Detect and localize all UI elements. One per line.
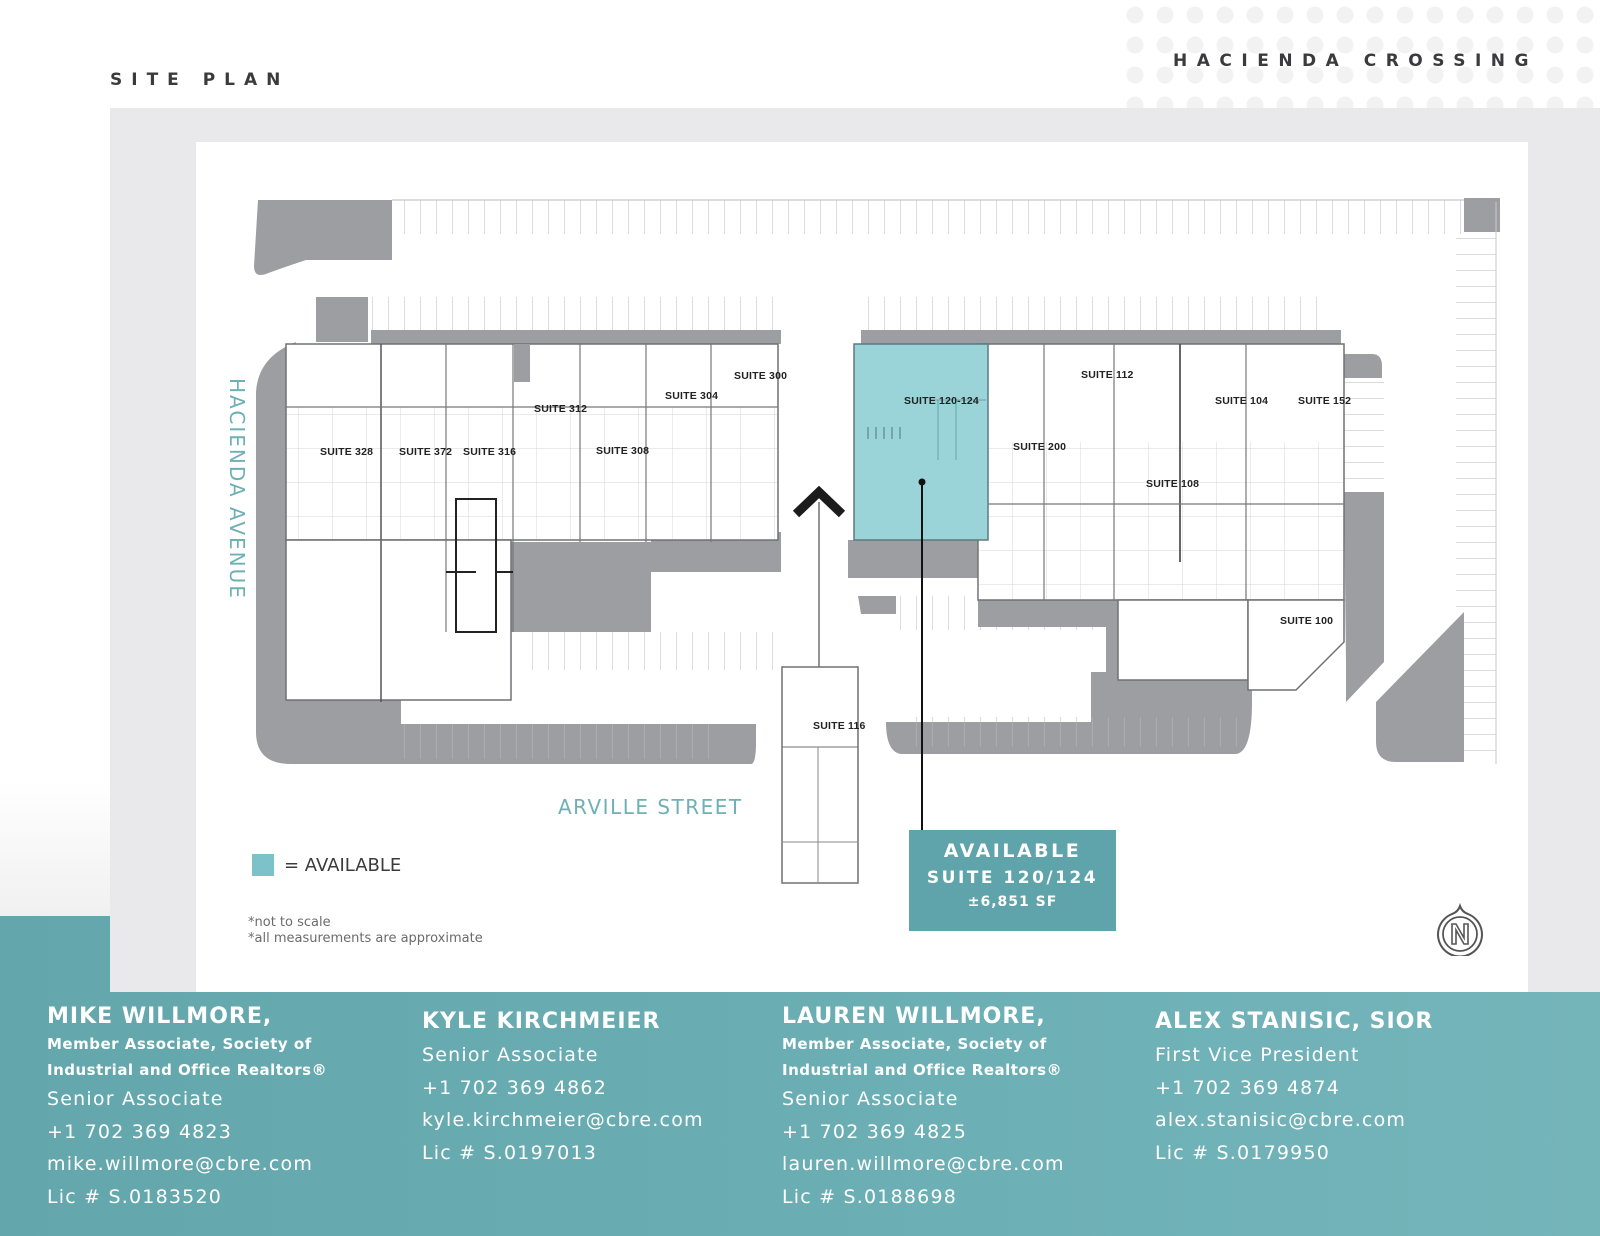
- suite-label[interactable]: SUITE 200: [1013, 441, 1067, 453]
- contact-title: Senior Associate: [47, 1088, 224, 1110]
- broker-contacts: MIKE WILLMORE, Member Associate, Society…: [47, 1003, 1587, 1233]
- suite-label[interactable]: SUITE 104: [1215, 395, 1269, 407]
- contact-title: Senior Associate: [422, 1044, 599, 1066]
- suite-label[interactable]: SUITE 372: [399, 446, 453, 458]
- contact-name: MIKE WILLMORE,: [47, 1004, 273, 1029]
- contact-email[interactable]: kyle.kirchmeier@cbre.com: [422, 1109, 704, 1131]
- contact-license: Lic # S.0188698: [782, 1185, 958, 1208]
- property-name: HACIENDA CROSSING: [1173, 51, 1538, 71]
- suite-label[interactable]: SUITE 316: [463, 446, 517, 458]
- site-plan-map: [196, 142, 1528, 992]
- street-label-hacienda-avenue: HACIENDA AVENUE: [225, 378, 249, 600]
- suite-label[interactable]: SUITE 312: [534, 403, 588, 415]
- contact-phone[interactable]: +1 702 369 4823: [47, 1120, 233, 1143]
- contact-card: ALEX STANISIC, SIOR First Vice President…: [1155, 1009, 1433, 1169]
- note-scale: *not to scale: [248, 915, 331, 930]
- suite-label[interactable]: SUITE 116: [813, 720, 866, 732]
- contact-title: Senior Associate: [782, 1088, 959, 1110]
- suite-label-available[interactable]: SUITE 120-124: [904, 395, 979, 407]
- contact-license: Lic # S.0197013: [422, 1141, 598, 1164]
- contact-email[interactable]: lauren.willmore@cbre.com: [782, 1153, 1065, 1175]
- contact-phone[interactable]: +1 702 369 4862: [422, 1076, 608, 1099]
- map-notes: *not to scale *all measurements are appr…: [248, 915, 483, 947]
- contact-name: ALEX STANISIC, SIOR: [1155, 1009, 1434, 1034]
- suite-label[interactable]: SUITE 100: [1280, 615, 1334, 627]
- available-swatch: [252, 854, 274, 876]
- contact-phone[interactable]: +1 702 369 4825: [782, 1120, 968, 1143]
- contact-affiliation: Member Associate, Society of: [47, 1035, 312, 1053]
- contact-name: KYLE KIRCHMEIER: [422, 1009, 661, 1034]
- suite-label[interactable]: SUITE 112: [1081, 369, 1134, 381]
- note-measurements: *all measurements are approximate: [248, 931, 483, 946]
- contact-card: MIKE WILLMORE, Member Associate, Society…: [47, 1003, 327, 1213]
- suite-label[interactable]: SUITE 328: [320, 446, 374, 458]
- contact-card: KYLE KIRCHMEIER Senior Associate +1 702 …: [422, 1009, 704, 1169]
- contact-affiliation: Industrial and Office Realtors®: [47, 1061, 328, 1079]
- site-plan-drawing: [254, 198, 1500, 884]
- suite-label[interactable]: SUITE 300: [734, 370, 788, 382]
- suite-label[interactable]: SUITE 108: [1146, 478, 1200, 490]
- available-suite-callout[interactable]: AVAILABLE SUITE 120/124 ±6,851 SF: [909, 830, 1116, 931]
- suite-label[interactable]: SUITE 308: [596, 445, 650, 457]
- suite-label[interactable]: SUITE 304: [665, 390, 719, 402]
- contact-license: Lic # S.0183520: [47, 1185, 223, 1208]
- contact-email[interactable]: mike.willmore@cbre.com: [47, 1153, 314, 1175]
- suite-label[interactable]: SUITE 152: [1298, 395, 1352, 407]
- contact-title: First Vice President: [1155, 1044, 1360, 1066]
- contact-card: LAUREN WILLMORE, Member Associate, Socie…: [782, 1003, 1065, 1213]
- callout-status: AVAILABLE: [943, 840, 1082, 862]
- map-legend: = AVAILABLE: [252, 854, 401, 876]
- header-dot-pattern: [1120, 0, 1600, 108]
- left-fade: [0, 780, 110, 920]
- street-label-arville-street: ARVILLE STREET: [558, 795, 743, 819]
- north-arrow-icon: [1432, 900, 1488, 960]
- contact-affiliation: Member Associate, Society of: [782, 1035, 1047, 1053]
- page-title: SITE PLAN: [110, 70, 290, 90]
- callout-suite: SUITE 120/124: [926, 868, 1099, 888]
- callout-area: ±6,851 SF: [967, 894, 1058, 910]
- contact-phone[interactable]: +1 702 369 4874: [1155, 1076, 1341, 1099]
- contact-license: Lic # S.0179950: [1155, 1141, 1331, 1164]
- contact-email[interactable]: alex.stanisic@cbre.com: [1155, 1109, 1407, 1131]
- legend-label: = AVAILABLE: [284, 854, 402, 876]
- contact-name: LAUREN WILLMORE,: [782, 1004, 1046, 1029]
- contact-affiliation: Industrial and Office Realtors®: [782, 1061, 1063, 1079]
